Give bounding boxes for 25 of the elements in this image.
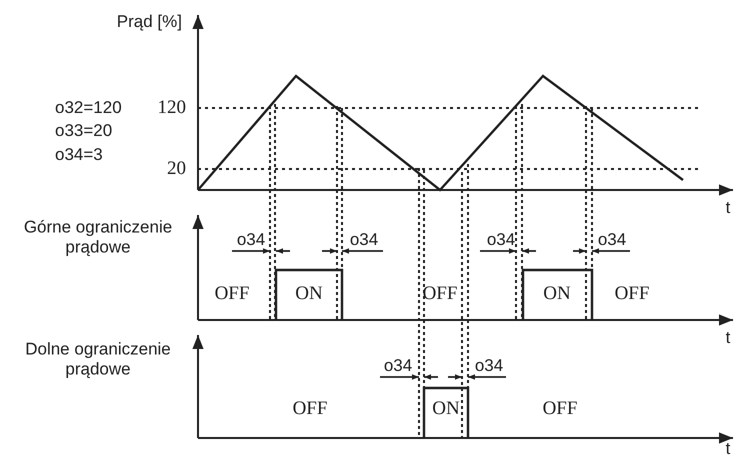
parameter-value: o32=120 — [55, 98, 122, 118]
tick-label: 20 — [167, 158, 186, 180]
delay-label: o34 — [384, 356, 412, 376]
axis-label: Prąd [%] — [116, 12, 182, 32]
state-label: OFF — [214, 283, 250, 305]
delay-label: o34 — [598, 230, 626, 250]
state-label: ON — [543, 283, 571, 305]
state-label: OFF — [614, 283, 650, 305]
state-label: ON — [432, 398, 460, 420]
delay-label: o34 — [236, 230, 266, 250]
delay-label: o34 — [350, 230, 378, 250]
delay-label: o34 — [474, 356, 504, 376]
state-label: OFF — [292, 398, 328, 420]
axis-label: t — [726, 439, 730, 457]
parameter-value: o34=3 — [55, 145, 103, 165]
state-label: OFF — [422, 283, 458, 305]
signal-name: Dolne ograniczenie prądowe — [24, 339, 172, 379]
parameter-value: o33=20 — [55, 121, 112, 141]
axis-label: t — [726, 328, 730, 348]
delay-label: o34 — [486, 230, 516, 250]
signal-name: Górne ograniczenie prądowe — [22, 217, 174, 257]
state-label: OFF — [542, 398, 578, 420]
axis-label: t — [726, 198, 730, 218]
state-label: ON — [295, 283, 323, 305]
tick-label: 120 — [158, 97, 186, 119]
